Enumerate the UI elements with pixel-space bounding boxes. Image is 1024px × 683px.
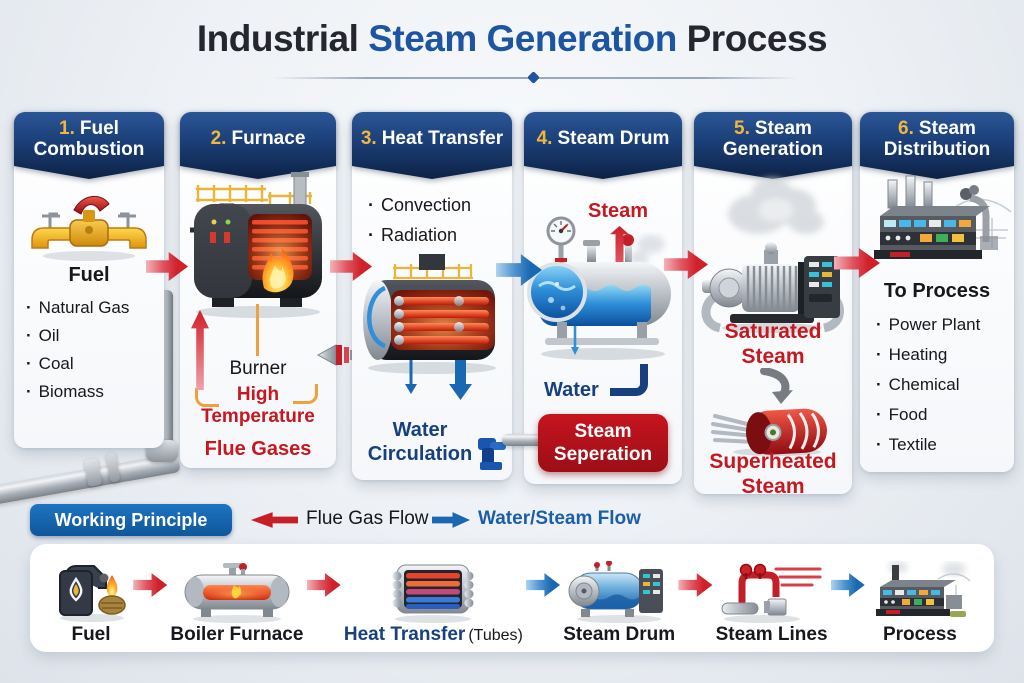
list-item: Biomass: [26, 378, 129, 406]
strip-red-arrow-2: [306, 573, 341, 597]
fuel-heading: Fuel: [68, 264, 110, 286]
panel-1-number: 1.: [59, 117, 75, 139]
strip-label-process: Process: [882, 624, 957, 645]
water-valve-illustration: [478, 438, 506, 470]
panel-6-number: 6.: [898, 117, 914, 139]
strip-label-boiler-furnace: Boiler Furnace: [170, 624, 304, 645]
strip-item-process: Process: [868, 550, 972, 646]
burner-label: Burner: [229, 358, 287, 379]
strip-item-steam-drum: Steam Drum: [563, 550, 675, 646]
list-item: Radiation: [368, 220, 471, 250]
panel-4-number: 4.: [536, 128, 553, 150]
to-process-heading: To Process: [883, 280, 991, 302]
strip-blue-arrow-5: [830, 573, 865, 597]
steam-separation-badge: Steam Seperation: [538, 414, 668, 473]
panel-3-banner: 3.Heat Transfer: [352, 112, 512, 179]
panel-3-title: Heat Transfer: [381, 128, 504, 150]
strip-item-boiler-furnace: Boiler Furnace: [170, 550, 303, 646]
panel-5-banner: 5.Steam Generation: [694, 112, 852, 179]
working-principle-strip: Fuel Boiler Furnace: [30, 544, 994, 652]
panel-5-number: 5.: [734, 117, 750, 139]
burner-pointer-line: [256, 304, 259, 356]
fuel-valve-illustration: [31, 196, 147, 261]
small-valve-illustration: [316, 344, 355, 366]
superheated-steam-label: Superheated Steam: [709, 450, 837, 498]
water-steam-flow-label: Water/Steam Flow: [478, 508, 641, 529]
strip-red-arrow-1: [133, 573, 168, 597]
steam-cloud-illustration: [728, 178, 824, 234]
process-list: Power Plant Heating Chemical Food Textil…: [876, 310, 981, 460]
working-principle-button: Working Principle: [30, 504, 232, 536]
water-circulation-label: Water Circulation: [367, 419, 473, 465]
panel-2-title: Furnace: [231, 128, 306, 150]
strip-label-steam-lines: Steam Lines: [715, 624, 828, 645]
panel-3-number: 3.: [360, 128, 377, 150]
strip-item-steam-lines: Steam Lines: [716, 550, 828, 646]
superheater-illustration: [711, 408, 827, 456]
list-item: Chemical: [876, 370, 980, 400]
list-item: Power Plant: [876, 310, 981, 340]
title-part2: Process: [686, 18, 828, 59]
strip-blue-arrow-3: [526, 573, 561, 597]
boiler-furnace-icon: [184, 563, 290, 623]
heat-transfer-modes-list: Convection Radiation: [368, 190, 471, 250]
list-item: Coal: [26, 350, 129, 378]
title-divider-dot: [527, 71, 540, 84]
curved-down-arrow-icon: [760, 368, 793, 404]
panel-2-banner: 2.Furnace: [180, 112, 336, 179]
flue-connector-left: [195, 388, 219, 407]
list-item: Heating: [876, 340, 980, 370]
panel-steam-distribution: 6.Steam Distribution To Process Power Pl…: [860, 112, 1014, 472]
distribution-factory-illustration: [874, 175, 1012, 259]
water-elbow-connector: [610, 364, 648, 396]
panel-furnace: 2.Furnace Burner High Temperature Flue G…: [180, 112, 355, 468]
steam-drum-icon: [568, 561, 664, 623]
steam-drum-illustration: [527, 216, 671, 360]
panel-steam-generation: 5.Steam Generation Saturated Steam: [694, 112, 852, 498]
fuel-can-icon: [59, 565, 126, 622]
heat-transfer-boiler-illustration: [363, 254, 496, 400]
flue-gas-left-arrow-icon: [251, 512, 298, 528]
list-item: Natural Gas: [26, 294, 130, 322]
list-item: Oil: [26, 322, 129, 350]
strip-label-steam-drum: Steam Drum: [563, 624, 676, 645]
panel-4-title: Steam Drum: [557, 128, 670, 150]
panel-2-number: 2.: [210, 128, 227, 150]
furnace-illustration: [190, 172, 322, 318]
list-item: Convection: [368, 190, 471, 220]
steam-lines-icon: [721, 563, 822, 623]
page-title: Industrial Steam Generation Process: [0, 18, 1024, 60]
steam-label: Steam: [587, 200, 649, 222]
water-steam-right-arrow-icon: [432, 512, 470, 528]
strip-item-heat-transfer: Heat Transfer(Tubes): [344, 550, 523, 646]
list-item: Textile: [876, 430, 980, 460]
panel-1-banner: 1.Fuel Combustion: [14, 112, 164, 179]
title-highlight: Steam Generation: [368, 18, 677, 59]
panel-6-banner: 6.Steam Distribution: [860, 112, 1014, 179]
panel-1-title: Fuel Combustion: [33, 117, 145, 160]
panel-fuel-combustion: 1.Fuel Combustion Fuel Natural Gas Oil C…: [14, 112, 164, 448]
panel-5-title: Steam Generation: [722, 117, 824, 160]
list-item: Food: [876, 400, 980, 430]
strip-red-arrow-4: [678, 573, 713, 597]
heat-transfer-tubes-icon: [392, 564, 474, 623]
fuel-types-list: Natural Gas Oil Coal Biomass: [26, 294, 130, 406]
strip-label-heat-transfer: Heat Transfer(Tubes): [343, 624, 523, 645]
panel-heat-transfer: 3.Heat Transfer Convection Radiation Wa: [352, 112, 512, 480]
saturated-steam-label: Saturated Steam: [724, 320, 822, 368]
water-label: Water: [544, 379, 599, 401]
flue-connector-right: [293, 384, 318, 404]
panel-steam-drum: 4.Steam Drum Steam Water Steam Seperatio…: [502, 112, 682, 484]
process-factory-icon: [875, 561, 971, 617]
flue-gas-flow-label: Flue Gas Flow: [306, 508, 429, 529]
strip-item-fuel: Fuel: [52, 550, 130, 646]
flue-gases-label: Flue Gases: [204, 438, 312, 460]
title-part1: Industrial: [196, 18, 359, 59]
panel-6-title: Steam Distribution: [883, 117, 991, 160]
strip-label-fuel: Fuel: [71, 624, 111, 645]
panel-4-banner: 4.Steam Drum: [524, 112, 682, 179]
separation-pipe: [502, 434, 544, 446]
turbine-illustration: [701, 242, 844, 333]
high-temperature-label: High Temperature: [201, 384, 315, 428]
